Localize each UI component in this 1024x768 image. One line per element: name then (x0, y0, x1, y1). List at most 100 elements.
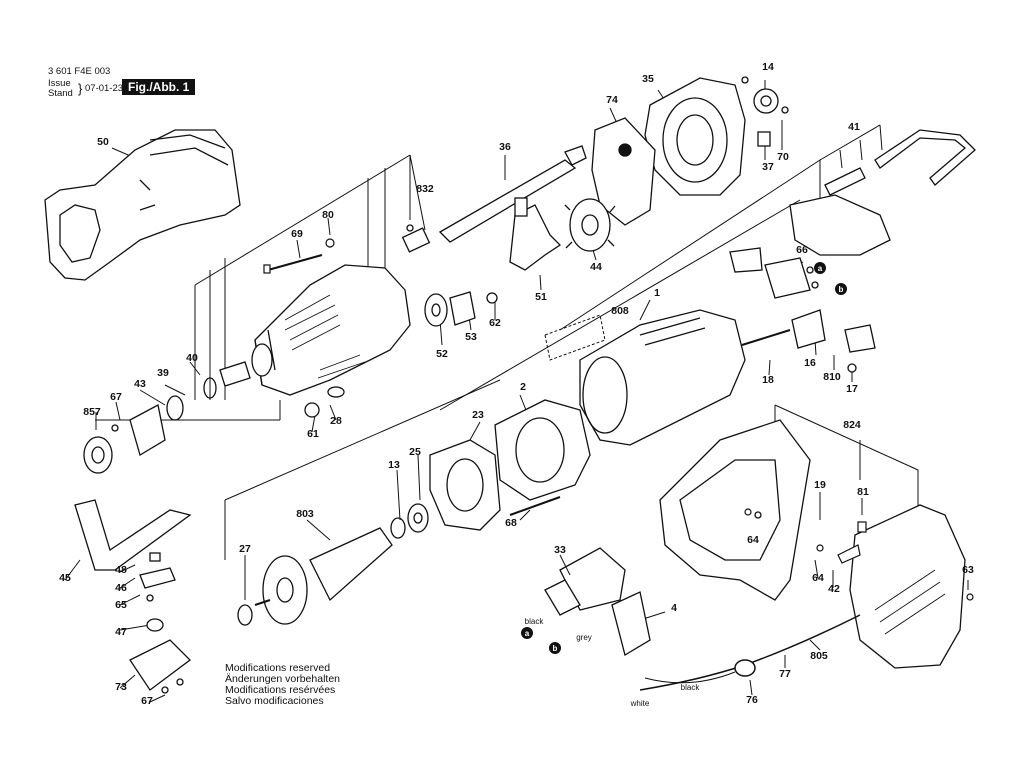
part-number-66-23: 66 (796, 244, 808, 256)
part-plate-74 (591, 117, 656, 226)
part-plunger (401, 145, 587, 253)
part-armature (237, 527, 393, 626)
part-number-48-50: 48 (115, 564, 127, 576)
bracket-41 (819, 124, 883, 169)
part-bearing-group (424, 291, 498, 327)
part-handle-housing (659, 419, 811, 601)
part-number-70-8: 70 (777, 151, 789, 163)
part-number-824-39: 824 (843, 419, 861, 431)
note-en: Modifications reserved (225, 662, 331, 674)
note-fr: Modifications resérvées (225, 684, 336, 696)
part-number-35-5: 35 (642, 73, 654, 85)
part-number-64-42: 64 (747, 534, 759, 546)
part-number-41-10: 41 (848, 121, 860, 133)
part-switch-66 (729, 247, 819, 299)
part-number-13-33: 13 (388, 459, 400, 471)
part-number-832-1: 832 (416, 183, 434, 195)
part-number-23-31: 23 (472, 409, 484, 421)
connector-letter-a-0: a (818, 264, 823, 273)
part-number-14-7: 14 (762, 61, 774, 73)
part-number-33-37: 33 (554, 544, 566, 556)
part-number-39-17: 39 (157, 367, 169, 379)
part-number-69-3: 69 (291, 228, 303, 240)
connector-letter-b-3: b (553, 644, 558, 653)
figure-label: Fig./Abb. 1 (122, 79, 196, 95)
part-number-805-46: 805 (810, 650, 828, 662)
part-field-stator (494, 399, 591, 516)
part-number-67-19: 67 (110, 391, 122, 403)
part-number-37-9: 37 (762, 161, 774, 173)
stand-label: Stand (48, 88, 73, 99)
part-motor-housing (579, 309, 746, 446)
wire-label-black-2: black (681, 683, 701, 692)
part-number-1-25: 1 (654, 287, 660, 299)
part-gear-housing (251, 264, 411, 396)
connector-b-top (835, 283, 847, 295)
part-number-2-30: 2 (520, 381, 526, 393)
part-number-803-34: 803 (296, 508, 314, 520)
part-number-76-48: 76 (746, 694, 758, 706)
part-gear-44 (564, 198, 616, 252)
part-switch-4 (544, 547, 651, 657)
part-crank-housing (644, 76, 789, 196)
part-number-27-35: 27 (239, 543, 251, 555)
part-rear-handle (849, 504, 966, 669)
part-number-52-15: 52 (436, 348, 448, 360)
note-de: Änderungen vorbehalten (225, 673, 341, 685)
part-screw-69 (263, 238, 335, 274)
part-label-808 (544, 314, 606, 361)
part-blade-clamp (74, 499, 192, 694)
wire-label-white-3: white (630, 699, 650, 708)
connector-a-bottom (521, 627, 533, 639)
doc-number: 3 601 F4E 003 (48, 66, 111, 77)
bracket-motor (439, 159, 821, 411)
part-switch-linkage (789, 129, 976, 256)
part-number-36-4: 36 (499, 141, 511, 153)
part-number-810-28: 810 (823, 371, 841, 383)
bracket-857 (95, 400, 281, 421)
connector-letter-a-2: a (525, 629, 530, 638)
part-crank-51 (509, 197, 562, 271)
part-bearings-armature (390, 503, 429, 539)
part-small-hardware (744, 508, 974, 601)
part-number-50-0: 50 (97, 136, 109, 148)
part-number-47-53: 47 (115, 626, 127, 638)
part-number-81-41: 81 (857, 486, 869, 498)
part-number-73-54: 73 (115, 681, 127, 693)
wire-label-black-0: black (525, 617, 545, 626)
part-number-45-49: 45 (59, 572, 71, 584)
part-number-80-2: 80 (322, 209, 334, 221)
issue-brace: } (78, 81, 83, 96)
wire-label-grey-1: grey (576, 633, 592, 642)
part-number-63-45: 63 (962, 564, 974, 576)
note-es: Salvo modificaciones (225, 695, 324, 707)
part-number-40-16: 40 (186, 352, 198, 364)
part-number-67-55: 67 (141, 695, 153, 707)
part-number-53-14: 53 (465, 331, 477, 343)
part-number-18-27: 18 (762, 374, 774, 386)
part-baffle-23 (429, 439, 501, 531)
part-number-43-18: 43 (134, 378, 146, 390)
connector-b-bottom (549, 642, 561, 654)
part-number-51-12: 51 (535, 291, 547, 303)
part-number-808-24: 808 (611, 305, 629, 317)
part-rings (83, 361, 345, 474)
connector-letter-b-1: b (839, 285, 844, 294)
part-number-16-26: 16 (804, 357, 816, 369)
leader-lines (64, 80, 969, 703)
part-number-68-36: 68 (505, 517, 517, 529)
part-number-77-47: 77 (779, 668, 791, 680)
issue-label: Issue (48, 78, 71, 89)
part-number-65-52: 65 (115, 599, 127, 611)
part-number-44-11: 44 (590, 261, 602, 273)
part-number-46-51: 46 (115, 582, 127, 594)
part-nose-housing (44, 129, 241, 281)
bracket-832 (194, 154, 426, 400)
part-number-64-43: 64 (812, 572, 824, 584)
part-number-28-22: 28 (330, 415, 342, 427)
modification-notes: Modifications reserved Änderungen vorbeh… (225, 663, 340, 707)
part-brush-holders (741, 309, 876, 373)
part-number-19-40: 19 (814, 479, 826, 491)
part-number-61-21: 61 (307, 428, 319, 440)
